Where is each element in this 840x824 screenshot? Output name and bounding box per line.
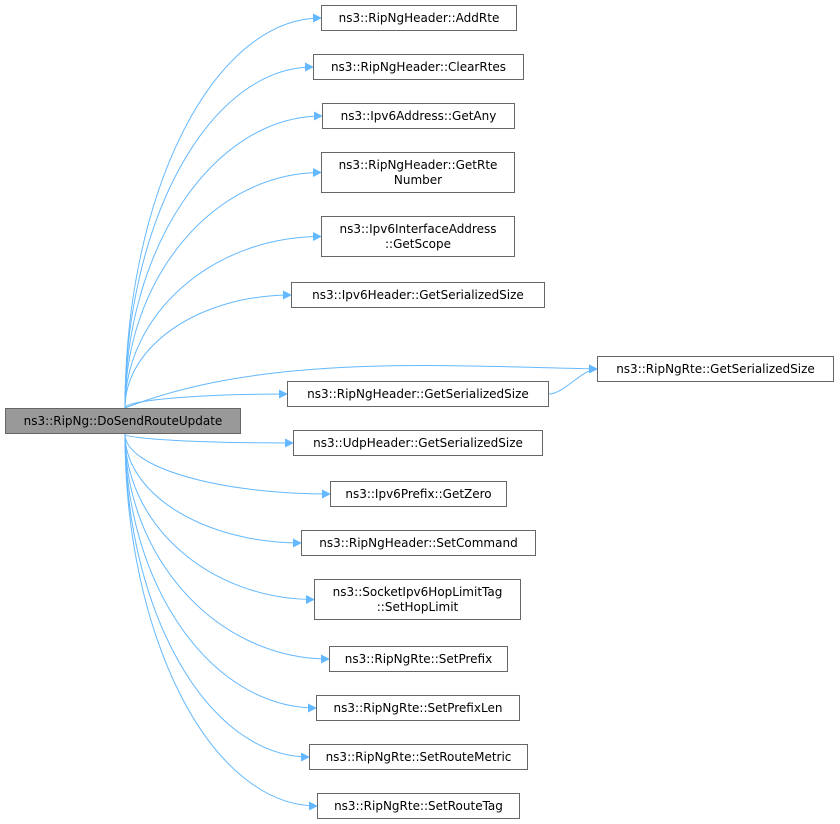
node-setprefix[interactable]: ns3::RipNgRte::SetPrefix xyxy=(329,646,508,672)
edge-root-to-sethoplimit xyxy=(124,433,315,604)
node-label-line: ns3::RipNgHeader::AddRte xyxy=(338,10,500,25)
node-label-line: ns3::RipNgRte::GetSerializedSize xyxy=(616,361,815,376)
node-label-line: ::GetScope xyxy=(384,236,452,251)
edge-root-to-addrte xyxy=(124,13,322,409)
node-label-line: ns3::RipNgHeader::ClearRtes xyxy=(330,59,507,74)
edge-root-to-ripngheader_size xyxy=(124,389,288,409)
edge-root-to-getscope xyxy=(124,232,322,409)
node-ripngheader-getserializedsize[interactable]: ns3::RipNgHeader::GetSerializedSize xyxy=(287,381,549,407)
edge-ripngheader_size-to-ripngrte_size xyxy=(548,364,598,395)
edge-root-to-ipv6header_size xyxy=(124,290,292,409)
node-label-line: Number xyxy=(393,172,443,187)
node-sethoplimit[interactable]: ns3::SocketIpv6HopLimitTag::SetHopLimit xyxy=(314,579,521,620)
node-label-line: ::SetHopLimit xyxy=(376,599,459,614)
node-setcommand[interactable]: ns3::RipNgHeader::SetCommand xyxy=(301,530,536,556)
node-label-line: ns3::Ipv6Prefix::GetZero xyxy=(345,486,492,501)
node-dosendrouteupdate: ns3::RipNg::DoSendRouteUpdate xyxy=(5,408,241,434)
edge-root-to-getany xyxy=(124,111,323,409)
node-getany[interactable]: ns3::Ipv6Address::GetAny xyxy=(322,103,515,129)
node-label-line: ns3::RipNgHeader::GetSerializedSize xyxy=(307,386,529,401)
edge-root-to-udpheader_size xyxy=(124,433,294,448)
edge-root-to-clearrtes xyxy=(124,62,314,409)
node-label-line: ns3::SocketIpv6HopLimitTag xyxy=(332,584,503,599)
edge-root-to-setroutemetric xyxy=(124,433,310,762)
node-label-line: ns3::Ipv6Address::GetAny xyxy=(340,108,497,123)
node-label-line: ns3::RipNgRte::SetRouteMetric xyxy=(325,749,512,764)
node-label-line: ns3::RipNgRte::SetPrefix xyxy=(344,651,493,666)
node-label-line: ns3::RipNgHeader::GetRte xyxy=(338,157,498,172)
edge-root-to-ripngrte_size xyxy=(124,364,598,409)
node-label-line: ns3::UdpHeader::GetSerializedSize xyxy=(313,435,523,450)
node-getzero[interactable]: ns3::Ipv6Prefix::GetZero xyxy=(330,481,507,507)
node-setroutetag[interactable]: ns3::RipNgRte::SetRouteTag xyxy=(317,793,520,819)
edge-root-to-getzero xyxy=(124,433,331,499)
node-label-line: ns3::RipNg::DoSendRouteUpdate xyxy=(23,413,223,428)
node-clearrtes[interactable]: ns3::RipNgHeader::ClearRtes xyxy=(313,54,524,80)
node-ripngrte-getserializedsize[interactable]: ns3::RipNgRte::GetSerializedSize xyxy=(597,356,834,382)
edge-root-to-setprefix xyxy=(124,433,330,664)
node-setprefixlen[interactable]: ns3::RipNgRte::SetPrefixLen xyxy=(316,695,520,721)
edge-root-to-setroutetag xyxy=(124,433,318,811)
node-label-line: ns3::RipNgRte::SetRouteTag xyxy=(334,798,503,813)
node-label-line: ns3::RipNgRte::SetPrefixLen xyxy=(333,700,503,715)
node-setroutemetric[interactable]: ns3::RipNgRte::SetRouteMetric xyxy=(309,744,528,770)
edge-root-to-setprefixlen xyxy=(124,433,317,713)
node-udpheader-getserializedsize[interactable]: ns3::UdpHeader::GetSerializedSize xyxy=(293,430,543,456)
node-label-line: ns3::RipNgHeader::SetCommand xyxy=(319,535,518,550)
node-label-line: ns3::Ipv6InterfaceAddress xyxy=(339,221,497,236)
node-getscope[interactable]: ns3::Ipv6InterfaceAddress::GetScope xyxy=(321,216,515,257)
edge-root-to-setcommand xyxy=(124,433,302,548)
node-ipv6header-getserializedsize[interactable]: ns3::Ipv6Header::GetSerializedSize xyxy=(291,282,545,308)
node-addrte[interactable]: ns3::RipNgHeader::AddRte xyxy=(321,5,517,31)
node-label-line: ns3::Ipv6Header::GetSerializedSize xyxy=(312,287,524,302)
edge-root-to-getrtenumber xyxy=(124,168,322,409)
